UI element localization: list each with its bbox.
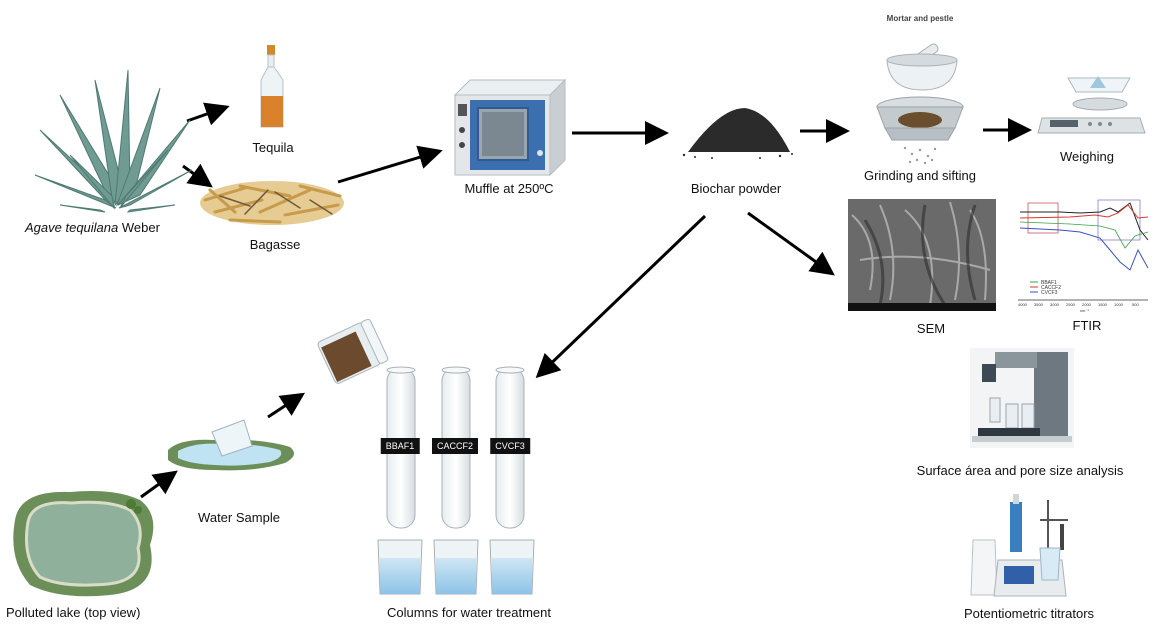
arrows xyxy=(140,102,1032,499)
arrow-agave-bagasse xyxy=(182,163,213,188)
lake-label: Polluted lake (top view) xyxy=(6,605,141,620)
arrow-biochar-characterization xyxy=(747,211,835,276)
tequila-bottle-illustration xyxy=(260,45,284,128)
ftir-tick-6: 1500 xyxy=(1098,302,1108,307)
ftir-tick-8: 500 xyxy=(1132,302,1139,307)
columns-label: Columns for water treatment xyxy=(386,605,552,620)
agave-plant-illustration xyxy=(34,69,193,213)
column-label-1: BBAF1 xyxy=(380,438,420,454)
water-sample-illustration xyxy=(168,419,294,471)
column-label-3: CVCF3 xyxy=(490,438,530,454)
surface-analysis-label: Surface área and pore size analysis xyxy=(916,463,1124,478)
ftir-legend-1: BBAF1 xyxy=(1041,280,1057,286)
column-label-2: CACCF2 xyxy=(431,438,479,454)
tequila-label: Tequila xyxy=(252,140,294,155)
ftir-tick-3: 3000 xyxy=(1050,302,1060,307)
ftir-axis-unit: cm⁻¹ xyxy=(1080,308,1089,313)
sample-jar-illustration xyxy=(317,318,389,384)
bagasse-illustration xyxy=(200,181,344,225)
ftir-tick-5: 2000 xyxy=(1082,302,1092,307)
polluted-lake-illustration xyxy=(13,491,154,597)
ftir-tick-2: 3500 xyxy=(1034,302,1044,307)
ftir-tick-4: 2500 xyxy=(1066,302,1076,307)
ftir-spectrum-plot: BBAF1 CACCF2 CVCF3 4000 3500 3000 2500 2… xyxy=(1018,199,1149,313)
muffle-oven-illustration xyxy=(453,78,567,177)
ftir-legend-2: CACCF2 xyxy=(1041,285,1061,291)
beaker-2 xyxy=(433,539,479,595)
agave-author: Weber xyxy=(118,220,160,235)
weighing-label: Weighing xyxy=(1060,149,1114,164)
beaker-3 xyxy=(489,539,535,595)
grinding-label: Grinding and sifting xyxy=(863,168,977,183)
arrow-biochar-columns xyxy=(535,214,707,379)
beaker-1 xyxy=(377,539,423,595)
water-sample-label: Water Sample xyxy=(198,510,280,525)
arrow-lake-sample xyxy=(140,470,178,499)
titrator-illustration xyxy=(970,494,1068,597)
sem-micrograph-image xyxy=(848,199,996,311)
ftir-tick-1: 4000 xyxy=(1018,302,1028,307)
treatment-columns xyxy=(377,366,535,595)
agave-species-name: Agave tequilana xyxy=(25,220,119,235)
ftir-label: FTIR xyxy=(1072,318,1102,333)
mortar-label: Mortar and pestle xyxy=(886,14,954,23)
muffle-label: Muffle at 250ºC xyxy=(464,181,554,196)
surface-area-analyzer-illustration xyxy=(970,348,1074,448)
sem-label: SEM xyxy=(916,321,946,336)
ftir-tick-7: 1000 xyxy=(1114,302,1124,307)
biochar-label: Biochar powder xyxy=(690,181,782,196)
ftir-legend-3: CVCF3 xyxy=(1041,290,1058,296)
titrators-label: Potentiometric titrators xyxy=(963,606,1095,621)
arrow-agave-tequila xyxy=(186,102,230,126)
balance-illustration xyxy=(1037,76,1146,134)
arrow-bagasse-muffle xyxy=(337,145,443,184)
agave-label: Agave tequilana Weber xyxy=(25,220,160,236)
mortar-and-pestle-illustration xyxy=(886,43,958,91)
sieve-illustration xyxy=(876,96,964,165)
arrow-sample-jar xyxy=(267,392,306,419)
biochar-pile-illustration xyxy=(682,108,793,159)
bagasse-label: Bagasse xyxy=(249,237,301,252)
